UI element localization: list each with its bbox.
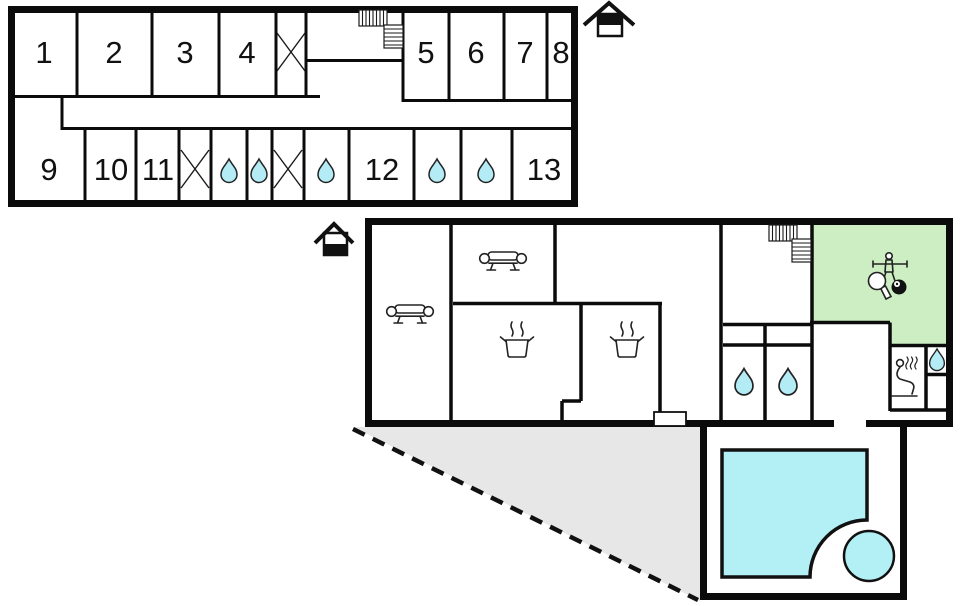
hot-tub [842, 529, 896, 583]
foosball-player-icon [872, 252, 908, 282]
room-number-12: 12 [365, 152, 399, 187]
room-number-9: 9 [40, 152, 57, 187]
ground-floor-indicator-icon [313, 221, 355, 257]
terrace-door [653, 411, 687, 427]
ground-floor-plan [365, 218, 953, 427]
billiard-ball-icon [891, 279, 907, 295]
upper-floor-plan: 1 2 3 4 5 6 7 8 9 10 11 12 13 [8, 6, 578, 207]
swimming-pool [720, 448, 869, 579]
table-tennis-paddle-icon [867, 271, 893, 301]
room-number-5: 5 [417, 35, 434, 70]
room-number-3: 3 [176, 35, 193, 70]
sauna-icon [891, 356, 918, 397]
upper-floor-outline [8, 6, 578, 207]
pool-room-opening [834, 411, 866, 433]
room-number-8: 8 [552, 35, 569, 70]
room-number-2: 2 [105, 35, 122, 70]
pool-room [700, 420, 907, 600]
games-room-icons [867, 252, 908, 301]
room-number-10: 10 [94, 152, 128, 187]
room-number-1: 1 [35, 35, 52, 70]
room-number-11: 11 [142, 152, 174, 187]
ground-floor-walls [449, 222, 946, 420]
room-number-7: 7 [516, 35, 533, 70]
room-number-6: 6 [467, 35, 484, 70]
terrace-area [352, 426, 700, 603]
upper-floor-walls [8, 13, 575, 204]
room-number-13: 13 [527, 152, 561, 187]
upper-floor-indicator-icon [582, 0, 636, 38]
room-number-4: 4 [238, 35, 255, 70]
